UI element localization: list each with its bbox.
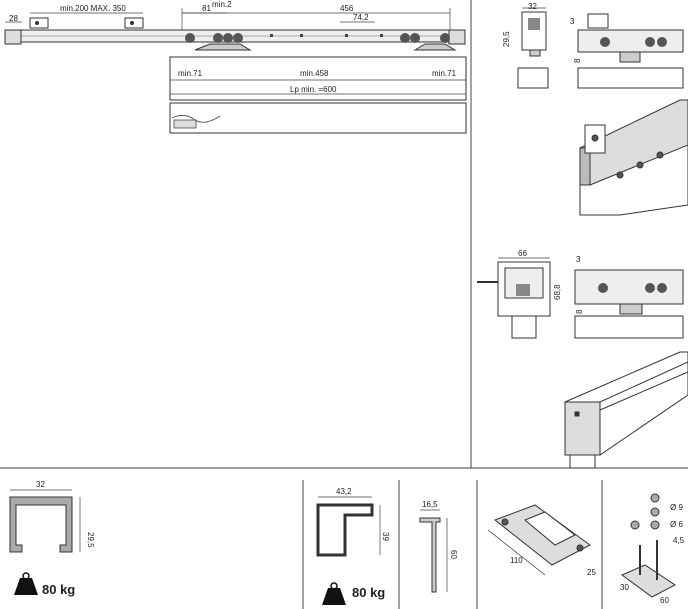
track-assembly: 28 min.200 MAX. 350 81 min.2 456 74,2 mi…: [4, 0, 467, 134]
rail-width-label: 32: [36, 480, 45, 489]
rail-height-label: 29,5: [86, 532, 95, 548]
small-profile-views: 32 29,5 3 8: [502, 2, 684, 89]
profile-bracket: 16,5 60: [419, 500, 458, 593]
plate-width-label: 25: [587, 568, 596, 577]
weight-icon: [14, 578, 38, 595]
dim-large-width: 66: [518, 249, 527, 258]
plate-length-label: 110: [510, 556, 523, 565]
hanger-d2-label: Ø 6: [670, 520, 683, 529]
roller-left: [185, 33, 252, 51]
dim-large-top: 3: [576, 255, 581, 264]
dim-small-width: 32: [528, 2, 537, 11]
dim-inner: 74,2: [353, 13, 369, 22]
dim-small-height: 29,5: [502, 31, 511, 47]
weight-icon: [322, 588, 346, 605]
dim-large-side: 8: [575, 309, 584, 314]
hanger-d1-label: Ø 9: [670, 503, 683, 512]
hanger-w2-label: 60: [660, 596, 669, 605]
profile-rail: 32 29,5 80 kg: [9, 480, 95, 597]
dim-small-top: 3: [570, 17, 575, 26]
cover-load-label: 80 kg: [352, 585, 385, 600]
dim-length: 456: [340, 4, 354, 13]
dim-min-gap: min.2: [212, 0, 232, 9]
dim-spacing: min.200 MAX. 350: [60, 4, 126, 13]
cover-height-label: 39: [381, 532, 390, 541]
isometric-small-assembly: [579, 99, 688, 216]
isometric-large-rail: [564, 351, 688, 469]
bracket-width-label: 16,5: [422, 500, 438, 509]
dim-left-min: min.71: [178, 69, 203, 78]
dim-right-min: min.71: [432, 69, 457, 78]
profile-cover: 43,2 39 80 kg: [316, 487, 390, 605]
rail-load-label: 80 kg: [42, 582, 75, 597]
profile-hanger: Ø 9 Ø 6 4,5 30 60: [620, 493, 685, 605]
cover-width-label: 43,2: [336, 487, 352, 496]
hanger-w1-label: 30: [620, 583, 629, 592]
large-profile-views: 66 68,8 3 8: [477, 249, 684, 339]
dim-large-height: 68,8: [553, 284, 562, 300]
dim-lp: Lp min. =600: [290, 85, 337, 94]
roller-right: [400, 33, 457, 51]
profile-plate: 110 25: [487, 504, 596, 577]
dim-small-side: 8: [573, 58, 582, 63]
bracket-height-label: 60: [449, 550, 458, 559]
dim-offset: 81: [202, 4, 211, 13]
hanger-h-label: 4,5: [673, 536, 685, 545]
dim-end-gap: 28: [9, 14, 18, 23]
dim-mid-min: min.458: [300, 69, 329, 78]
